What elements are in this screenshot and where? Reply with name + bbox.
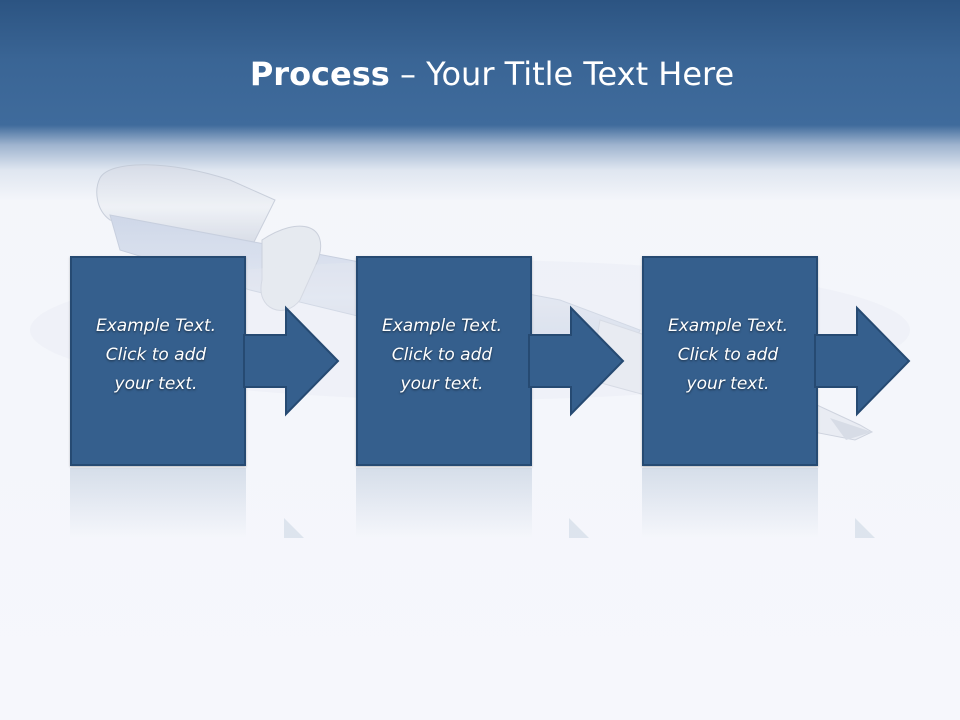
page-title[interactable]: Process – Your Title Text Here [0, 52, 960, 96]
process-step-1[interactable]: Example Text. Click to add your text. [70, 256, 246, 466]
title-rest-text: – Your Title Text Here [389, 55, 735, 93]
arrow-right-icon [814, 305, 911, 417]
step-text-line-3: your text. [400, 374, 484, 394]
title-bold-text: Process [249, 55, 390, 93]
step-box [70, 256, 246, 466]
step-reflection [356, 468, 532, 538]
step-text-line-2: Click to add [677, 345, 779, 365]
step-text-line-1: Example Text. [381, 316, 503, 336]
process-step-3[interactable]: Example Text. Click to add your text. [642, 256, 818, 466]
step-text-line-2: Click to add [391, 345, 493, 365]
arrow-right-icon [243, 305, 340, 417]
arrow-right-icon [528, 305, 625, 417]
step-text[interactable]: Example Text. Click to add your text. [642, 312, 814, 399]
step-reflection [70, 468, 246, 538]
arrow-reflection [284, 518, 304, 538]
step-text[interactable]: Example Text. Click to add your text. [70, 312, 242, 399]
step-text-line-3: your text. [114, 374, 198, 394]
step-reflection [642, 468, 818, 538]
step-text-line-3: your text. [686, 374, 770, 394]
step-text-line-1: Example Text. [95, 316, 217, 336]
step-text-line-1: Example Text. [667, 316, 789, 336]
step-box [356, 256, 532, 466]
step-text-line-2: Click to add [105, 345, 207, 365]
process-step-2[interactable]: Example Text. Click to add your text. [356, 256, 532, 466]
step-text[interactable]: Example Text. Click to add your text. [356, 312, 528, 399]
arrow-reflection [855, 518, 875, 538]
arrow-reflection [569, 518, 589, 538]
